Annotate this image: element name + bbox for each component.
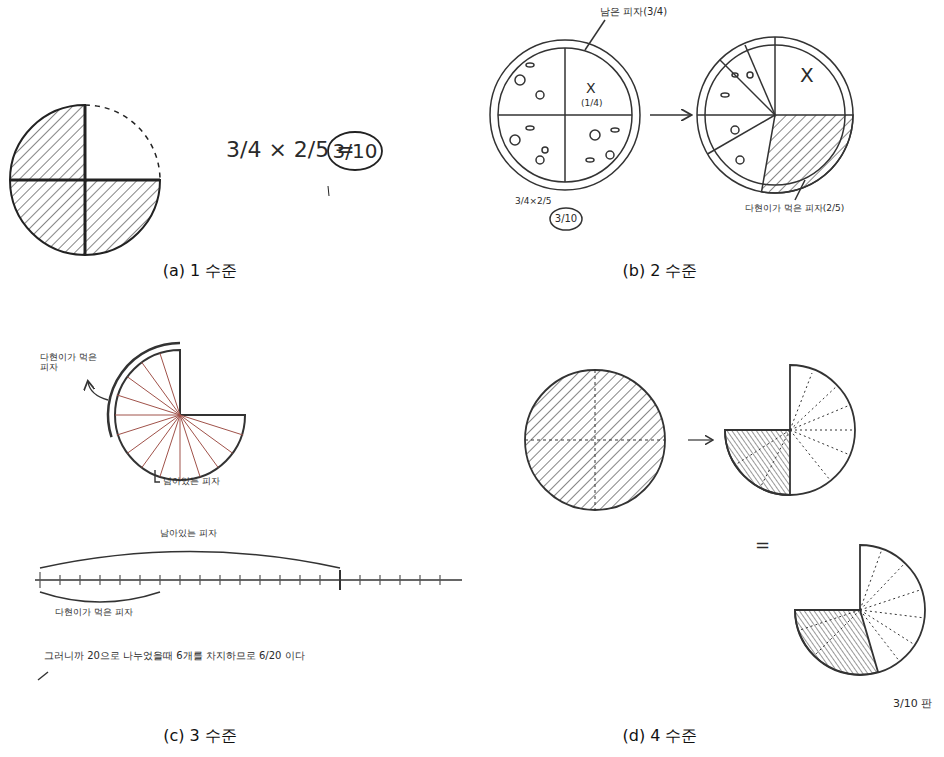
panel-c-drawing bbox=[35, 343, 462, 680]
number-line-note: 남아있는 피자 bbox=[160, 528, 217, 538]
level-caption: (c) 3 수준 bbox=[163, 727, 237, 745]
equation-note: 3/4×2/5 bbox=[515, 196, 552, 206]
fraction-note: (1/4) bbox=[581, 98, 603, 108]
conclusion-note: 그러니까 20으로 나누었을때 6개를 차지하므로 6/20 이다 bbox=[44, 650, 305, 662]
panel-a-drawing bbox=[10, 105, 382, 255]
answer-note: 3/10 판 bbox=[893, 698, 932, 711]
pizza-note: 남아있는 피자 bbox=[163, 476, 220, 486]
cross-mark: X bbox=[586, 80, 596, 96]
pizza-note: 다현이가 먹은 피자(2/5) bbox=[745, 203, 844, 213]
number-line-note: 다현이가 먹은 피자 bbox=[55, 607, 133, 617]
panel-b-drawing bbox=[490, 20, 853, 230]
pizza-note: 다현이가 먹은 피자 bbox=[40, 352, 100, 373]
equals-sign: = bbox=[755, 535, 770, 556]
answer-circled: 3/10 bbox=[333, 140, 378, 163]
pizza-note: 남은 피자(3/4) bbox=[600, 6, 667, 18]
answer-circled: 3/10 bbox=[555, 213, 577, 225]
level-caption: (b) 2 수준 bbox=[623, 262, 698, 280]
level-caption: (d) 4 수준 bbox=[623, 727, 698, 745]
cross-mark: X bbox=[800, 64, 814, 87]
panel-d-drawing bbox=[525, 365, 925, 675]
level-caption: (a) 1 수준 bbox=[163, 262, 238, 280]
